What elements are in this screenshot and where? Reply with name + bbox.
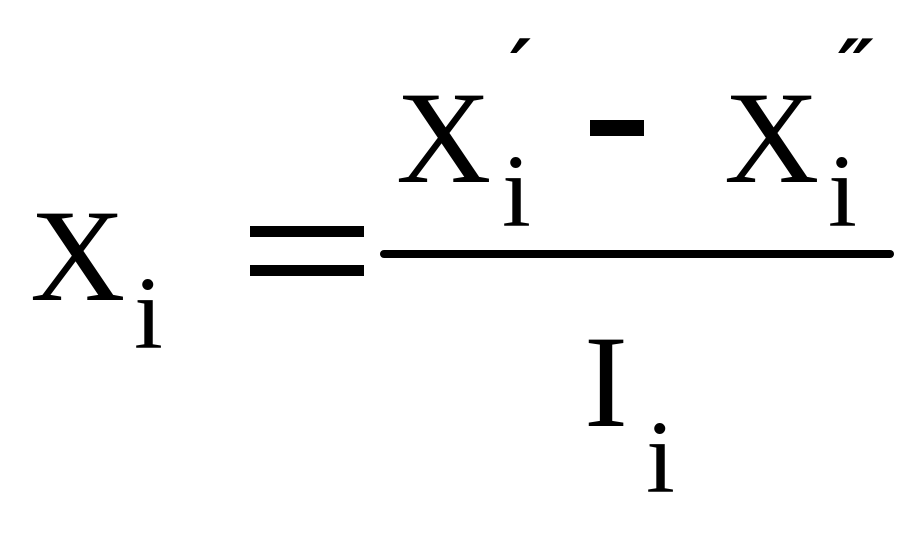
minus-operator	[590, 120, 644, 136]
lhs-subscript: i	[134, 256, 163, 371]
numerator-term2-prime: ″	[838, 23, 874, 116]
denominator-base: I	[584, 308, 628, 455]
numerator-term2-base: X	[724, 64, 820, 211]
equals-sign-bottom-bar	[250, 265, 364, 276]
fraction-line	[380, 250, 894, 258]
numerator-term1-subscript: i	[502, 134, 531, 249]
numerator-term2-subscript: i	[828, 134, 857, 249]
numerator-term1-prime: ′	[510, 23, 532, 116]
denominator-subscript: i	[646, 400, 675, 515]
numerator-term1-base: X	[396, 64, 492, 211]
equals-sign-top-bar	[250, 226, 364, 237]
lhs-base: X	[30, 182, 126, 329]
